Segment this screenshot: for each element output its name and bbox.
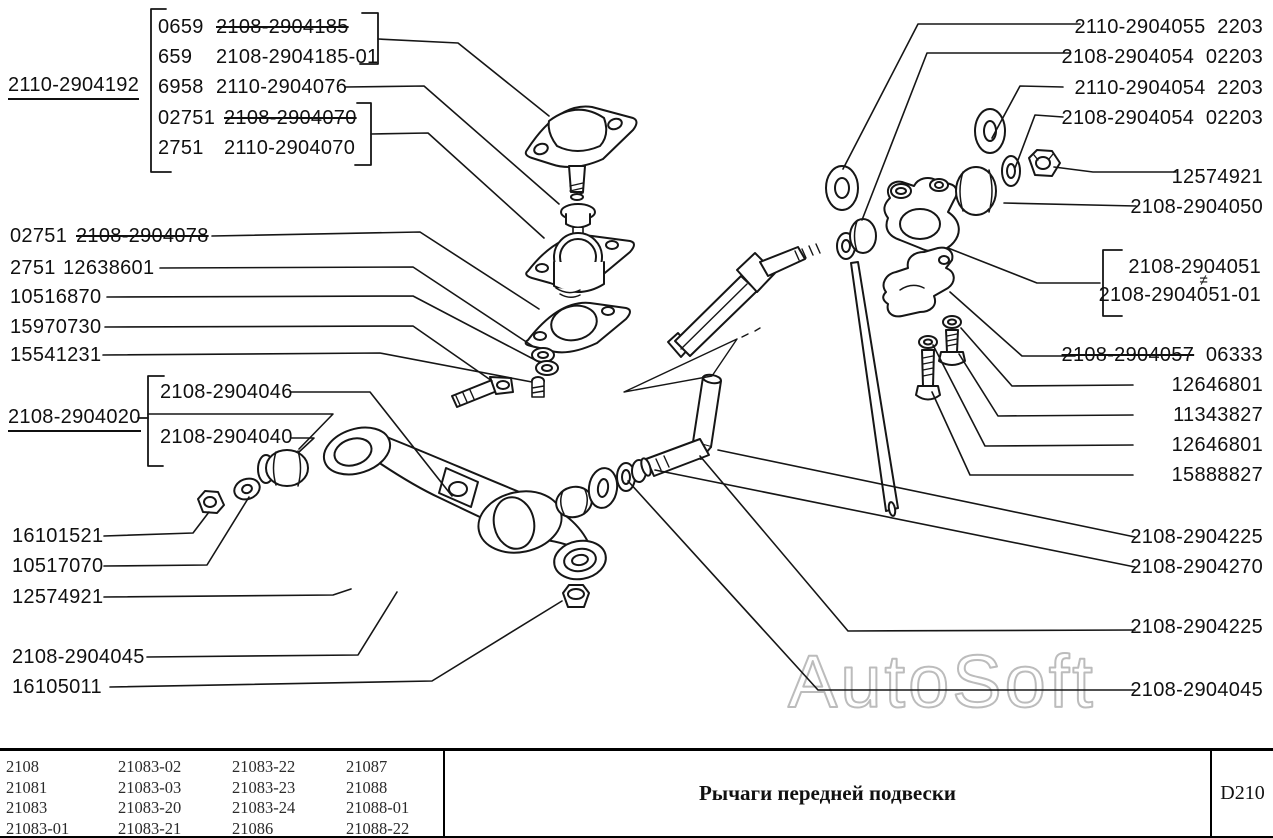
part-label-15541231: 15541231 [10, 344, 102, 366]
part-label-2110-2904192: 2110-2904192 [8, 75, 140, 100]
part-label-10516870: 10516870 [10, 286, 102, 308]
variant-code: 2751 [158, 137, 204, 159]
clamp-bracket [882, 246, 955, 318]
model-cell: 21088 [346, 777, 388, 797]
part-label-2110-2904054: 2110-2904054 2203 [1074, 77, 1263, 99]
part-label-2108-2904045-left: 2108-2904045 [12, 646, 145, 668]
part-label-2108-2904270: 2108-2904270 [1130, 556, 1263, 578]
control-arm-drawing [322, 426, 607, 581]
strut-rod-washers [825, 165, 877, 260]
model-cell: 21083-02 [118, 757, 182, 776]
part-label: 2108-2904070 [224, 107, 357, 129]
part-label-2108-2904040: 2108-2904040 [160, 426, 293, 448]
part-label-12574921-left: 12574921 [12, 586, 104, 608]
not-equal-symbol: ≠ [1199, 272, 1208, 289]
part-label-2108-2904225-a: 2108-2904225 [1130, 526, 1263, 548]
svg-text:AutoSoft: AutoSoft [788, 640, 1096, 723]
clamp-bolts [915, 315, 966, 401]
part-label-12574921-right: 12574921 [1171, 166, 1263, 188]
sheet-code: D210 [1210, 751, 1273, 836]
sheet-title: Рычаги передней подвески [698, 781, 957, 805]
part-label: 2110-2904076 [216, 76, 348, 98]
arm-ball-nut [562, 584, 590, 608]
boot-retainer-plate [525, 232, 635, 298]
bracket-bushing-stack [955, 108, 1021, 216]
ball-stud-nut [560, 203, 596, 235]
stabilizer-link-end [640, 373, 722, 477]
variant-code: 659 [158, 46, 193, 68]
part-label-15888827: 15888827 [1171, 464, 1263, 486]
part-label-2108-2904057: 2108-2904057 06333 [1061, 344, 1263, 366]
part-label-2108-2904045-right: 2108-2904045 [1130, 679, 1263, 701]
model-cell: 21087 [346, 757, 388, 776]
strut-nut [1028, 149, 1061, 177]
part-label-2108-2904020: 2108-2904020 [8, 407, 141, 432]
stabilizer-bar [850, 261, 899, 517]
part-label-2108-2904054-b: 2108-2904054 02203 [1061, 107, 1263, 129]
ball-joint-drawing [524, 105, 638, 201]
part-label-2108-2904051: 2108-2904051 [1128, 256, 1261, 278]
variant-code: 0659 [158, 16, 204, 38]
model-list: 2108 21081 21083 21083-01 21083-02 21083… [0, 751, 445, 838]
model-cell: 21083-01 [6, 818, 70, 838]
part-label: 2108-2904185-01 [216, 46, 379, 68]
watermark-autosoft: AutoSoft [787, 639, 1096, 724]
part-label-16101521: 16101521 [12, 525, 104, 547]
part-label-2108-2904050: 2108-2904050 [1130, 196, 1263, 218]
model-cell: 21083-24 [232, 798, 296, 817]
part-label-2108-2904225-b: 2108-2904225 [1130, 616, 1263, 638]
stud-small [531, 376, 545, 398]
model-cell: 21081 [6, 777, 48, 797]
model-cell: 21086 [232, 818, 274, 838]
variant-code: 02751 [158, 107, 216, 129]
model-cell: 21088-22 [346, 818, 410, 838]
support-plate [524, 301, 631, 354]
part-label-15970730: 15970730 [10, 316, 102, 338]
part-label: 2108-2904185 [216, 16, 349, 38]
model-cell: 21083-03 [118, 777, 182, 797]
model-cell: 21088-01 [346, 798, 410, 817]
bolt-front [451, 376, 514, 408]
part-label-16105011: 16105011 [12, 676, 102, 698]
variant-code: 6958 [158, 76, 204, 98]
part-label-2108-2904054-a: 2108-2904054 02203 [1061, 46, 1263, 68]
model-cell: 21083 [6, 798, 48, 817]
model-cell: 21083-23 [232, 777, 296, 797]
part-label-10517070: 10517070 [12, 555, 104, 577]
part-label-2108-2904051-01: 2108-2904051-01 [1098, 284, 1261, 306]
strut-rod [667, 243, 821, 358]
model-cell: 21083-20 [118, 798, 182, 817]
part-label-2110-2904055: 2110-2904055 2203 [1074, 16, 1263, 38]
model-cell: 21083-21 [118, 818, 182, 838]
small-washers [531, 347, 559, 376]
leader-lines [102, 23, 1177, 691]
part-label: 2110-2904070 [224, 137, 356, 159]
part-label-12646801-b: 12646801 [1171, 434, 1263, 456]
strut-rod-bracket [883, 177, 960, 253]
datum-arrow [623, 327, 761, 393]
footer-table: 2108 21081 21083 21083-01 21083-02 21083… [0, 748, 1273, 838]
part-label-12646801-a: 12646801 [1171, 374, 1263, 396]
model-cell: 2108 [6, 757, 39, 776]
model-cell: 21083-22 [232, 757, 296, 776]
part-label-2108-2904046: 2108-2904046 [160, 381, 293, 403]
rear-bushing-washers [555, 459, 647, 519]
part-label-11343827: 11343827 [1173, 404, 1263, 426]
front-bushing [197, 449, 309, 514]
